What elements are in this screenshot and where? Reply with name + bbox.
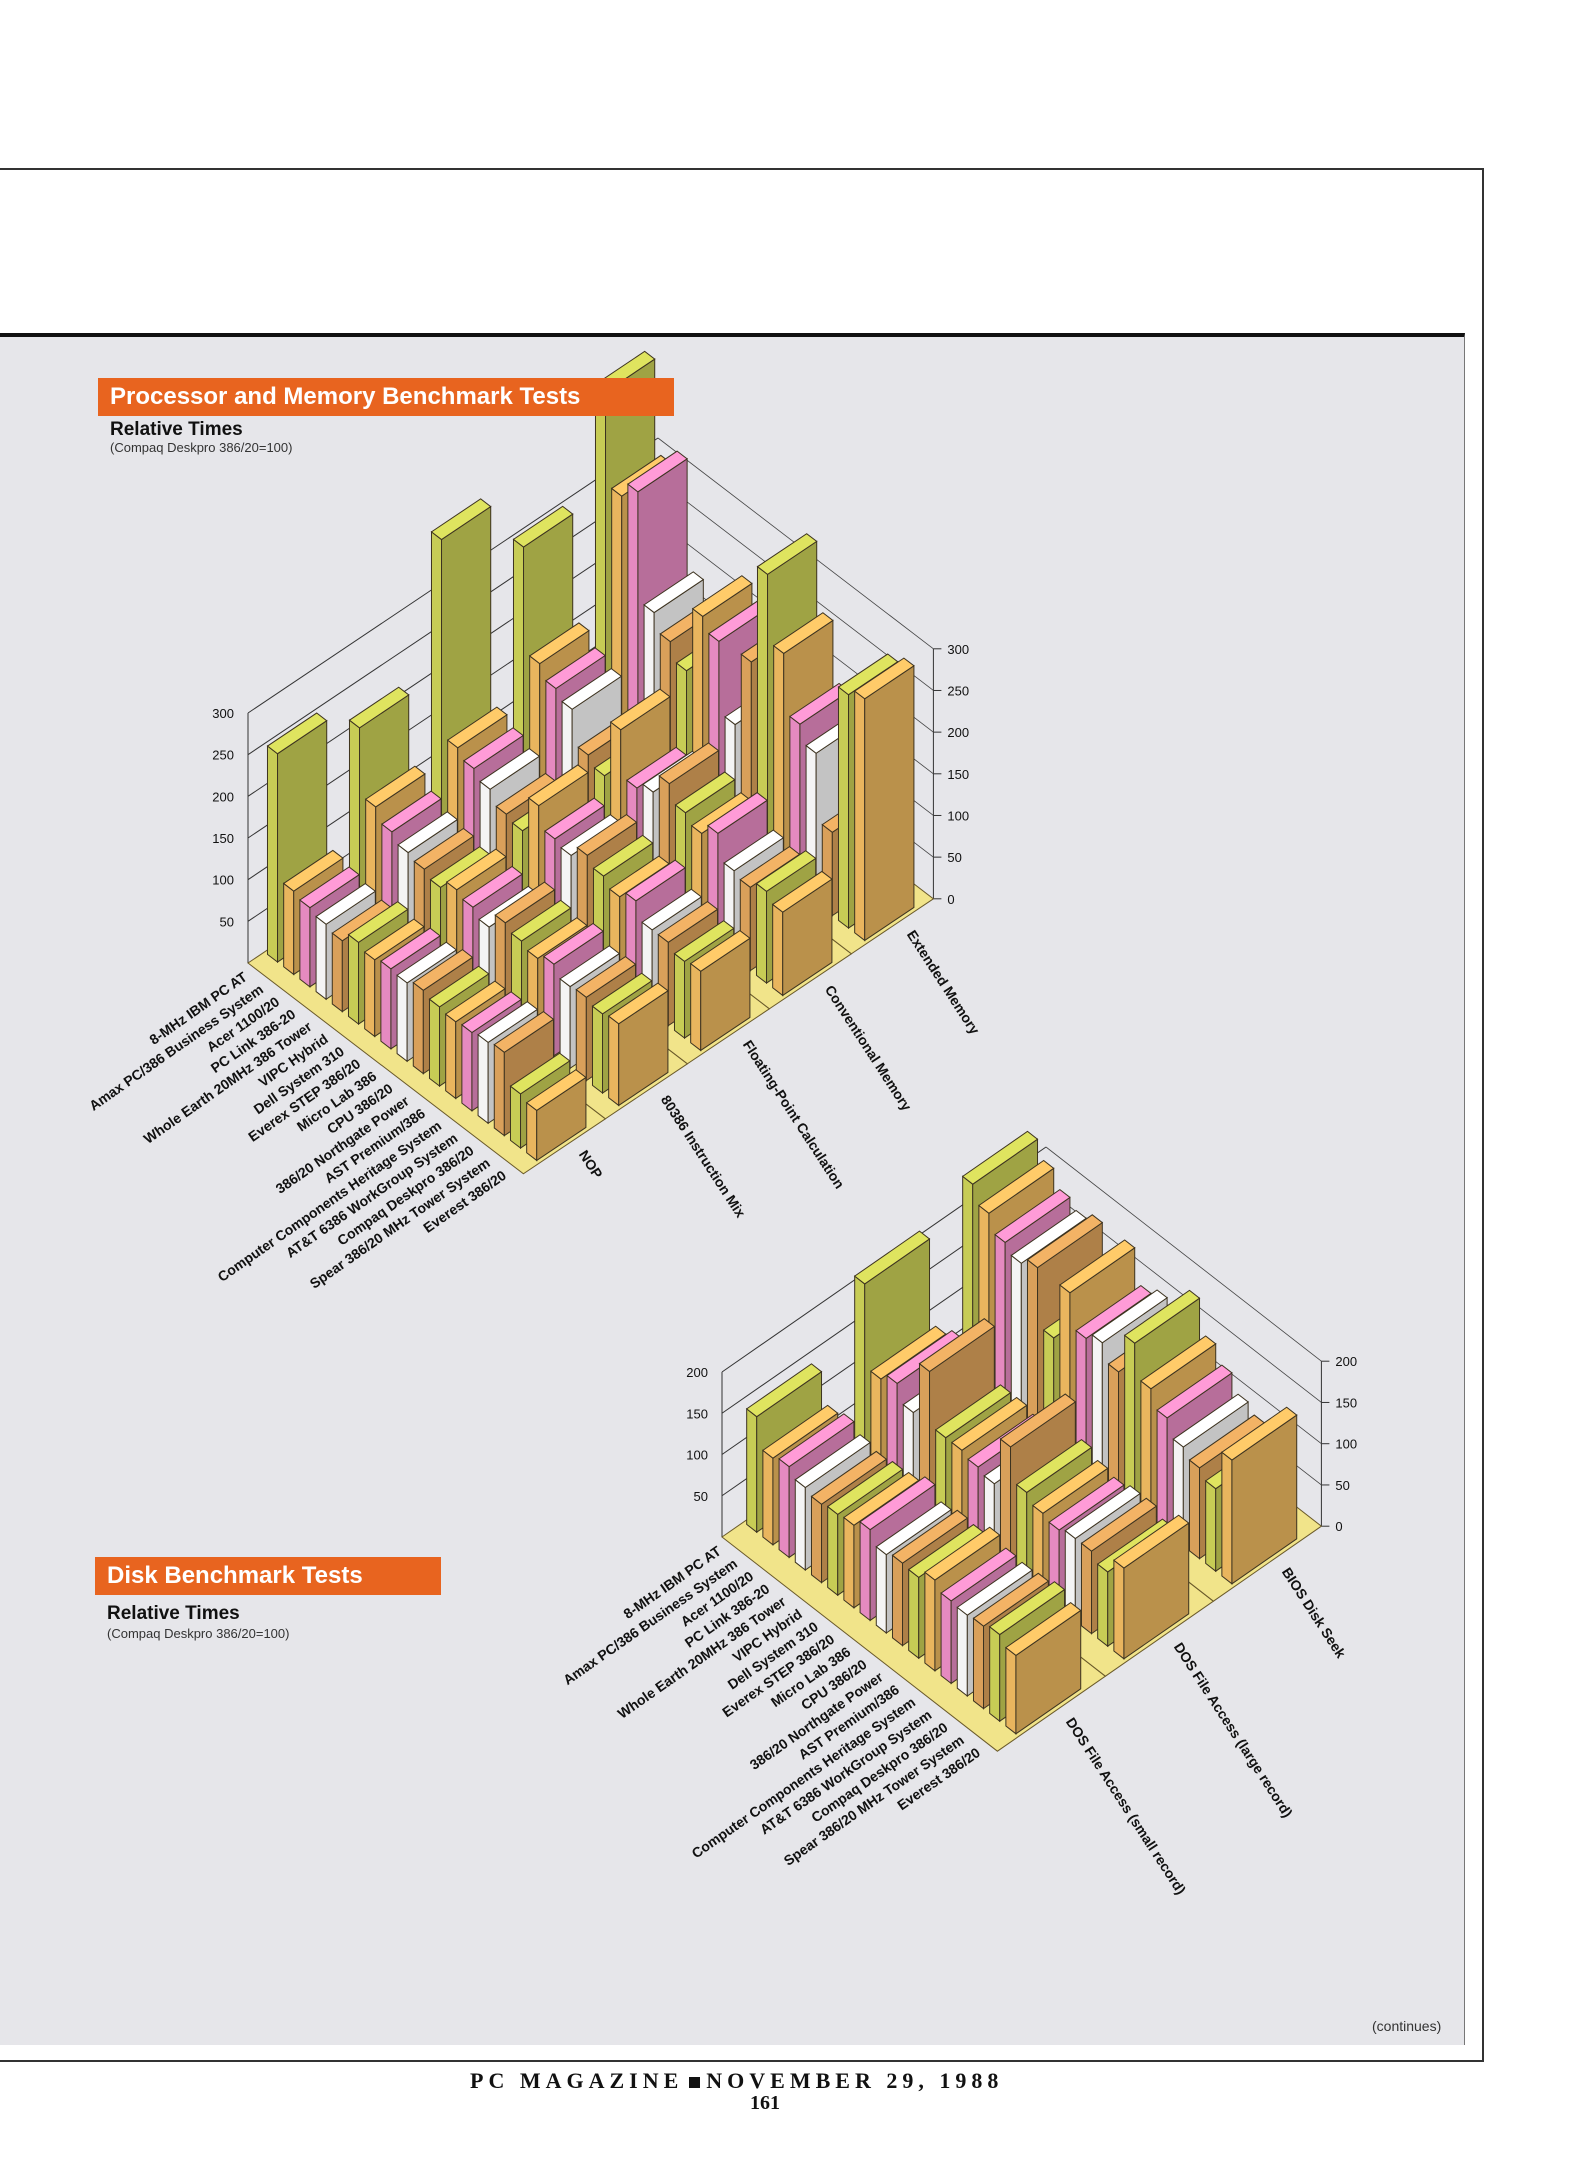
chart2-title: Disk Benchmark Tests: [95, 1557, 441, 1595]
chart2-right-tick: 50: [1335, 1478, 1349, 1493]
chart1-left-tick: 150: [212, 831, 234, 846]
chart1-note: (Compaq Deskpro 386/20=100): [110, 440, 293, 455]
chart1-series-label: 80386 Instruction Mix: [658, 1092, 749, 1220]
continues-label: (continues): [1372, 2018, 1442, 2034]
chart1-bar: [771, 870, 833, 997]
chart2-left-tick: 50: [694, 1489, 708, 1504]
chart1-title: Processor and Memory Benchmark Tests: [98, 378, 674, 416]
chart1-bar: [689, 929, 751, 1052]
chart1-left-tick: 200: [212, 789, 234, 804]
chart2-bar: [1005, 1601, 1082, 1735]
footer-date: NOVEMBER 29, 1988: [706, 2068, 1004, 2093]
chart1-left-tick: 50: [220, 914, 234, 929]
footer-bullet: [689, 2077, 701, 2089]
chart2-series-label: DOS File Access (large record): [1171, 1640, 1296, 1821]
chart1-right-tick: 50: [947, 850, 961, 865]
chart2-series-label: DOS File Access (small record): [1063, 1715, 1189, 1898]
chart1-right-tick: 250: [947, 683, 969, 698]
chart2-bar: [1113, 1514, 1190, 1660]
chart1-series-label: Extended Memory: [904, 927, 983, 1037]
chart1-right-tick: 0: [947, 892, 954, 907]
chart1-series-label: Floating-Point Calculation: [740, 1037, 848, 1191]
page-number: 161: [750, 2092, 780, 2114]
chart2-right-tick: 200: [1335, 1354, 1357, 1369]
chart1-left-tick: 100: [212, 873, 234, 888]
chart1-group: 501001502002503000501001502002503008-MHz…: [86, 350, 983, 1292]
chart2-left-tick: 150: [686, 1406, 708, 1421]
chart1-right-tick: 300: [947, 642, 969, 657]
chart1-right-tick: 100: [947, 808, 969, 823]
chart1-left-tick: 300: [212, 706, 234, 721]
chart2-bar: [1221, 1406, 1298, 1585]
chart2-back-gridline: [1045, 1146, 1322, 1362]
chart2-left-tick: 200: [686, 1365, 708, 1380]
chart2-series-label: BIOS Disk Seek: [1279, 1565, 1349, 1661]
chart1-series-label: NOP: [576, 1147, 606, 1181]
chart2-subtitle: Relative Times: [107, 1603, 240, 1624]
chart2-left-tick: 100: [686, 1448, 708, 1463]
chart1-right-tick: 150: [947, 767, 969, 782]
chart1-bar: [607, 982, 669, 1107]
page-footer: PC MAGAZINE NOVEMBER 29, 1988: [470, 2068, 1003, 2094]
chart2-note: (Compaq Deskpro 386/20=100): [107, 1626, 290, 1641]
chart2-right-tick: 0: [1335, 1519, 1342, 1534]
chart1-left-tick: 250: [212, 748, 234, 763]
chart2-right-tick: 150: [1335, 1395, 1357, 1410]
chart2-right-tick: 100: [1335, 1437, 1357, 1452]
chart1-bar: [853, 657, 915, 942]
chart1-right-tick: 200: [947, 725, 969, 740]
footer-magazine: PC MAGAZINE: [470, 2068, 684, 2093]
chart1-subtitle: Relative Times: [110, 419, 243, 440]
chart1-series-label: Conventional Memory: [822, 982, 915, 1114]
chart1-bar: [525, 1069, 587, 1162]
